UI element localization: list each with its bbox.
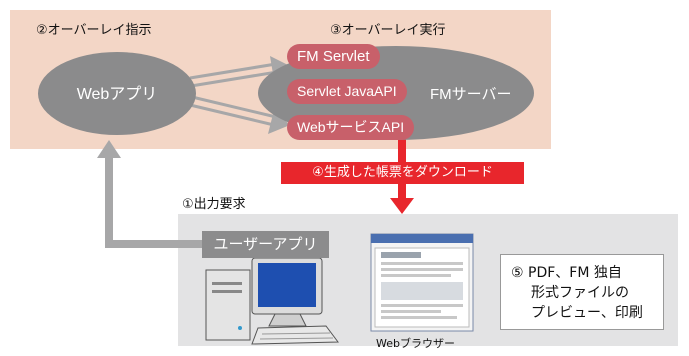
- arrow-to-fm-servlet: [189, 62, 277, 80]
- download-banner: ④生成した帳票をダウンロード: [281, 162, 524, 184]
- web-app-node: [38, 52, 196, 135]
- download-arrowhead: [390, 198, 414, 214]
- preview-note-line-3: プレビュー、印刷: [531, 305, 643, 321]
- arrow-to-fm-servlet-2: [190, 70, 278, 88]
- preview-note: ⑤ PDF、FM 独自 形式ファイルの プレビュー、印刷: [500, 254, 664, 330]
- arrow-to-webservice-api-2: [189, 103, 275, 127]
- browser-caption: Webブラウザー: [376, 337, 455, 350]
- preview-note-line-2: 形式ファイルの: [531, 285, 629, 301]
- web-app-label: Webアプリ: [76, 86, 158, 103]
- browser-window-illustration: [370, 233, 474, 332]
- request-arrowhead: [97, 140, 121, 158]
- output-request-label: ①出力要求: [182, 197, 246, 212]
- arrowhead-lower: [268, 110, 290, 134]
- servlet-javaapi-pill: Servlet JavaAPI: [287, 79, 407, 104]
- webservice-api-pill: WebサービスAPI: [287, 115, 415, 140]
- request-arrow: [105, 154, 202, 248]
- fm-server-label: FMサーバー: [430, 86, 512, 103]
- overlay-execute-label: ③オーバーレイ実行: [330, 23, 446, 38]
- user-app-box: ユーザーアプリ: [202, 231, 329, 258]
- computer-illustration: [205, 257, 339, 345]
- overlay-instruct-label: ②オーバーレイ指示: [36, 23, 152, 38]
- preview-note-line-1: ⑤ PDF、FM 独自: [511, 265, 622, 281]
- fm-servlet-pill: FM Servlet: [287, 44, 380, 69]
- arrow-to-webservice-api: [191, 95, 277, 119]
